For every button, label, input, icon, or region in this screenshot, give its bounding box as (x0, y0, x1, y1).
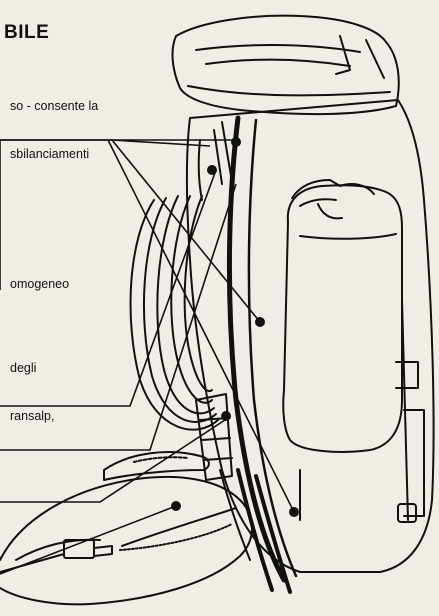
page-title: BILE (4, 22, 49, 44)
callout-dot (207, 165, 217, 175)
callout-dot (221, 411, 231, 421)
text-line: ransalp, (10, 408, 54, 424)
pack-body-outline (187, 100, 434, 572)
text-block-1: so - consente la sbilanciamenti (10, 66, 98, 194)
text-line: so - consente la (10, 98, 98, 114)
text-line: omogeneo (10, 276, 69, 292)
hip-belt (0, 477, 252, 604)
text-line: sbilanciamenti (10, 146, 98, 162)
callout-dot (231, 137, 241, 147)
callout-dot (255, 317, 265, 327)
callout-dot (171, 501, 181, 511)
callout-line-5 (0, 506, 176, 574)
text-block-3: degli ransalp, (10, 328, 54, 456)
text-block-2: omogeneo (10, 244, 69, 324)
callout-dot (289, 507, 299, 517)
bottle-pocket (283, 185, 402, 452)
text-line: degli (10, 360, 54, 376)
